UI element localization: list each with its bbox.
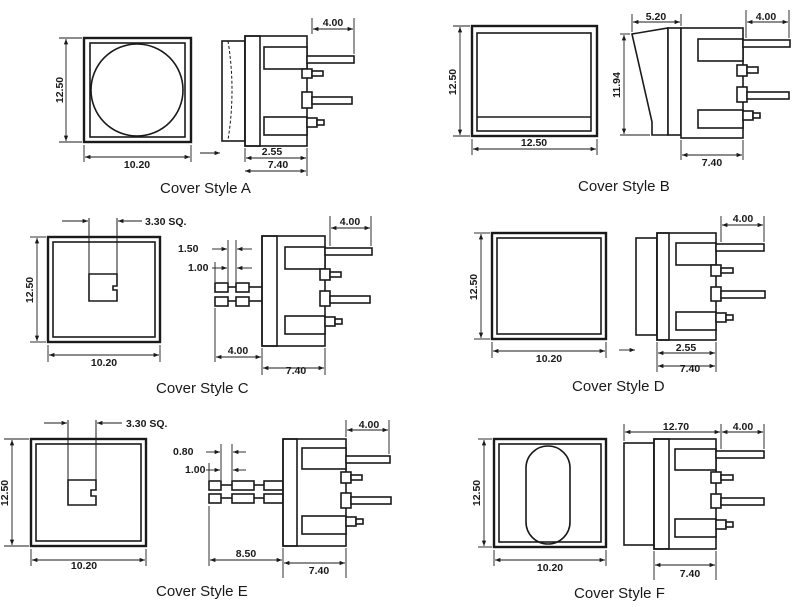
- dim-e-stem: 8.50: [236, 548, 257, 560]
- front-view-d: [490, 231, 608, 341]
- cover-inner: [498, 443, 602, 543]
- side-view-f: [623, 438, 765, 550]
- dim-f-height: 12.50: [471, 480, 483, 506]
- dim-a-height: 12.50: [54, 77, 66, 103]
- cover-outline: [490, 231, 608, 341]
- dim-c-pin: 4.00: [340, 216, 361, 228]
- front-view-c: [46, 218, 162, 344]
- dim-f-pin: 4.00: [733, 421, 754, 433]
- dim-b-pin: 4.00: [756, 11, 777, 23]
- dim-e-width: 10.20: [71, 560, 97, 572]
- front-view-a: [82, 36, 193, 144]
- dim-a-pin: 4.00: [323, 17, 344, 29]
- dim-b-cover-height: 11.94: [611, 72, 623, 98]
- cover-outline: [46, 235, 162, 344]
- dim-c-height: 12.50: [24, 277, 36, 303]
- dim-c-stem: 4.00: [228, 345, 249, 357]
- caption-c: Cover Style C: [156, 380, 249, 397]
- side-view-c: [214, 235, 373, 347]
- side-view-e: [208, 438, 392, 547]
- cover-inner: [496, 237, 602, 335]
- dim-b-width: 12.50: [521, 137, 547, 149]
- dim-d-depth: 2.55: [676, 342, 697, 354]
- dim-a-length: 7.40: [268, 159, 289, 171]
- side-view-b: [631, 27, 791, 139]
- square-window: [67, 479, 97, 506]
- cover-outline: [82, 36, 193, 144]
- dim-e-pin: 4.00: [359, 419, 380, 431]
- dim-f-overall: 12.70: [663, 421, 689, 433]
- side-view-d: [635, 232, 766, 341]
- cover-style-c: 3.30 SQ. 12.50 10.20: [24, 216, 373, 397]
- dim-e-length: 7.40: [309, 565, 330, 577]
- cover-outline: [492, 437, 608, 549]
- dim-a-width: 10.20: [124, 159, 150, 171]
- cover-inner: [476, 32, 592, 132]
- dim-a-depth: 2.55: [262, 146, 283, 158]
- front-view-f: [492, 437, 608, 549]
- caption-d: Cover Style D: [572, 378, 665, 395]
- dim-e-gap: 0.80: [173, 446, 194, 458]
- dim-e-step: 1.00: [185, 464, 206, 476]
- caption-a: Cover Style A: [160, 180, 251, 197]
- dim-e-window: 3.30 SQ.: [126, 418, 168, 430]
- dim-d-height: 12.50: [468, 274, 480, 300]
- cover-inner: [89, 42, 186, 138]
- caption-b: Cover Style B: [578, 178, 670, 195]
- cover-outline: [470, 24, 599, 138]
- dim-c-window: 3.30 SQ.: [145, 216, 187, 228]
- square-window: [88, 273, 118, 302]
- dim-d-length: 7.40: [680, 363, 701, 375]
- dim-c-length: 7.40: [286, 365, 307, 377]
- dim-c-step: 1.00: [188, 262, 209, 274]
- caption-f: Cover Style F: [574, 585, 665, 602]
- front-view-e: [29, 420, 148, 548]
- cover-style-b: 12.50 12.50 5.20: [447, 10, 791, 195]
- cover-inner: [52, 241, 156, 338]
- dim-b-length: 7.40: [702, 157, 723, 169]
- cover-inner: [35, 443, 142, 542]
- dim-b-height: 12.50: [447, 69, 459, 95]
- front-view-b: [470, 24, 599, 138]
- cover-outline: [29, 437, 148, 548]
- dim-c-gap: 1.50: [178, 243, 199, 255]
- cover-style-a: 12.50 10.20 4.00: [54, 17, 355, 197]
- cover-style-d: 12.50 10.20 4.00: [468, 213, 766, 395]
- dim-e-height: 12.50: [0, 480, 11, 506]
- caption-e: Cover Style E: [156, 583, 248, 600]
- dim-d-pin: 4.00: [733, 213, 754, 225]
- dim-d-width: 10.20: [536, 353, 562, 365]
- cover-style-f: 12.50 10.20 12.70: [471, 421, 765, 602]
- dim-f-length: 7.40: [680, 568, 701, 580]
- dim-f-width: 10.20: [537, 562, 563, 574]
- cover-style-e: 3.30 SQ. 12.50 10.20: [0, 418, 392, 600]
- oval-window: [525, 445, 571, 545]
- side-view-a: [221, 35, 355, 147]
- round-window: [90, 43, 184, 137]
- dim-b-cover-depth: 5.20: [646, 11, 667, 23]
- dim-c-width: 10.20: [91, 357, 117, 369]
